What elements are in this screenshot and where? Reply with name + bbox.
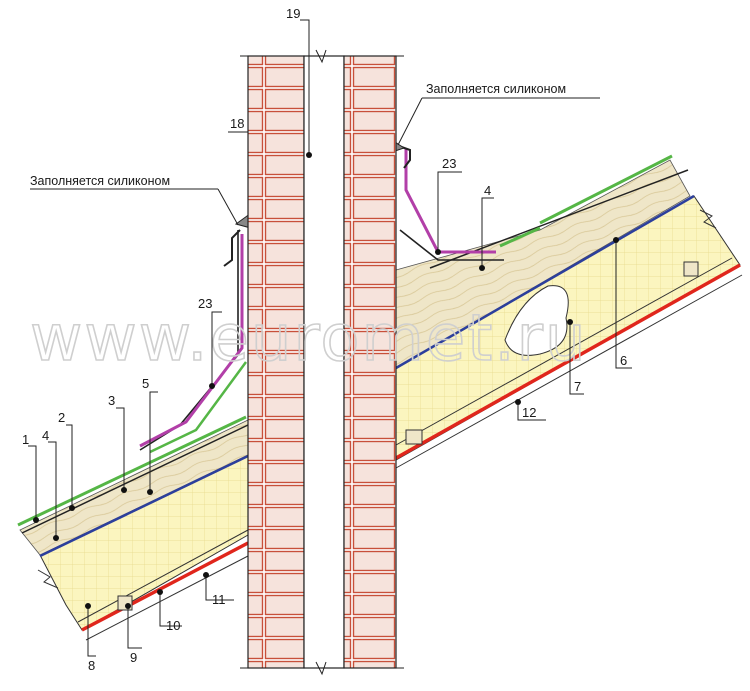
label-1: 1 xyxy=(22,432,29,447)
right-batten-upper xyxy=(683,261,699,277)
right-stone-blob xyxy=(504,285,569,356)
watermark-text: www.euromet.ru xyxy=(30,302,588,376)
left-black-membrane xyxy=(21,424,249,534)
left-roof-slope xyxy=(17,207,259,641)
label-18: 18 xyxy=(230,116,244,131)
label-19: 19 xyxy=(286,6,300,21)
chimney-break-mark-bottom xyxy=(315,661,327,676)
left-flashing-green xyxy=(149,361,248,454)
note-left-silicone: Заполняется силиконом xyxy=(30,174,170,188)
left-ceiling-line xyxy=(85,555,249,641)
right-batten-lower xyxy=(405,429,423,445)
left-drip-hook xyxy=(223,229,241,267)
label-12: 12 xyxy=(522,405,536,420)
chimney-break-mark-top xyxy=(315,49,327,64)
callout-dots xyxy=(33,152,619,609)
label-9: 9 xyxy=(130,650,137,665)
chimney xyxy=(240,49,404,676)
chimney-flue xyxy=(303,55,345,669)
label-2: 2 xyxy=(58,410,65,425)
label-7: 7 xyxy=(574,379,581,394)
right-ceiling-line xyxy=(395,274,743,469)
label-6: 6 xyxy=(620,353,627,368)
label-23-left: 23 xyxy=(198,296,212,311)
right-green-membrane xyxy=(539,154,673,225)
label-4-left: 4 xyxy=(42,428,49,443)
chimney-right-wall xyxy=(343,55,397,669)
right-roof-slope xyxy=(385,135,743,469)
left-underlay xyxy=(77,529,249,623)
note-right-silicone: Заполняется силиконом xyxy=(426,82,566,96)
left-break-line xyxy=(37,569,59,589)
label-23-right: 23 xyxy=(442,156,456,171)
label-3: 3 xyxy=(108,393,115,408)
right-red-vapour-barrier xyxy=(395,263,741,460)
label-10: 10 xyxy=(166,618,180,633)
right-flashing-green xyxy=(499,226,541,248)
left-blue-membrane xyxy=(39,454,249,558)
right-blue-membrane xyxy=(395,194,695,370)
label-5: 5 xyxy=(142,376,149,391)
callouts xyxy=(28,19,632,657)
label-4-right: 4 xyxy=(484,183,491,198)
right-underlay xyxy=(395,257,733,446)
label-8: 8 xyxy=(88,658,95,673)
left-red-vapour-barrier xyxy=(81,541,249,632)
label-11: 11 xyxy=(212,592,226,607)
right-flashing-magenta xyxy=(404,148,496,254)
right-break-line xyxy=(699,209,717,229)
